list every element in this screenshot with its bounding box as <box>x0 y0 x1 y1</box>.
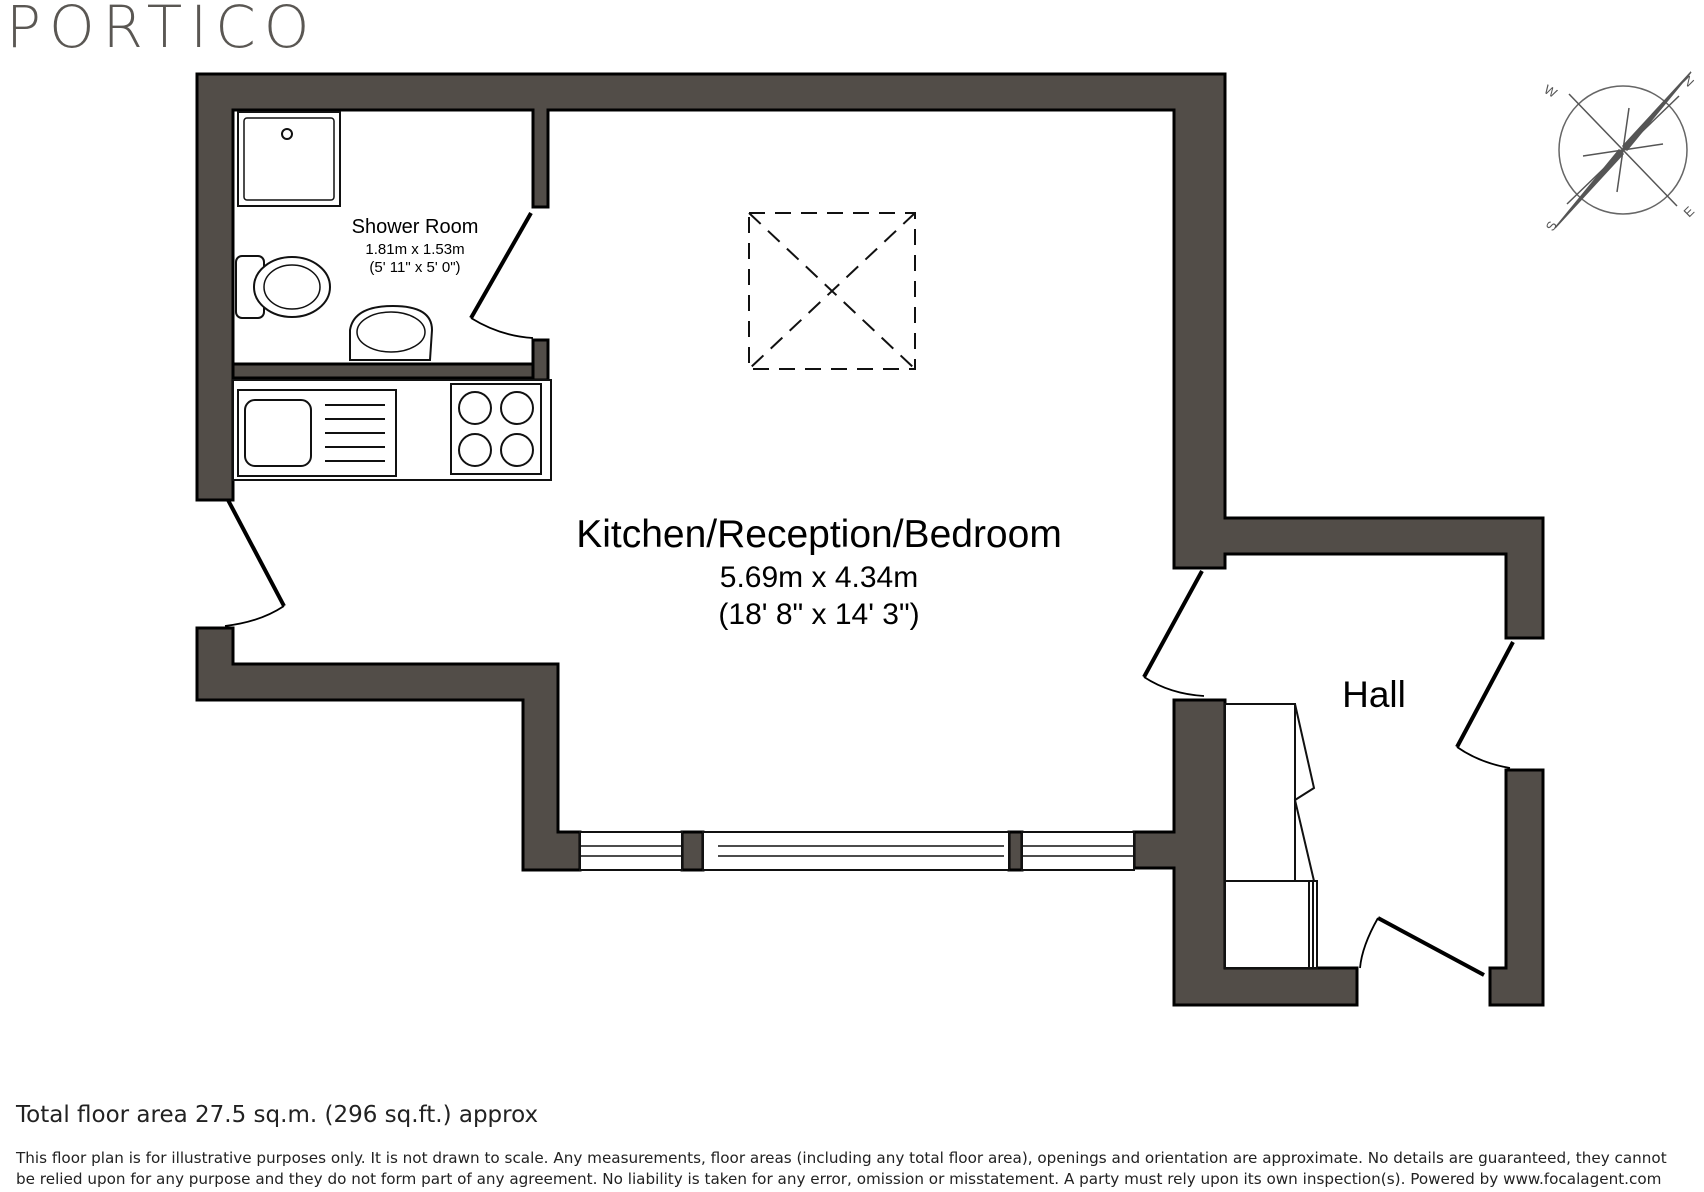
door-hall-side <box>1455 641 1515 748</box>
kitchen-fixtures <box>232 379 552 481</box>
hall-cupboards <box>1224 703 1318 969</box>
walls <box>195 72 1545 1007</box>
floor-plan: Shower Room 1.81m x 1.53m (5' 11" x 5' 0… <box>195 71 1698 1007</box>
compass-east: E <box>1681 203 1698 220</box>
compass-rose: N E S W <box>1542 71 1698 234</box>
hob-ring <box>500 391 534 425</box>
door-shower <box>469 212 533 319</box>
window-mullion-1 <box>680 830 705 872</box>
shower-room-metric: 1.81m x 1.53m <box>365 241 464 258</box>
door-hall-main <box>1142 570 1204 678</box>
shower-room-name: Shower Room <box>352 216 479 238</box>
window-mullion-2 <box>1007 830 1024 872</box>
window-center <box>702 831 1010 871</box>
toilet-bowl <box>253 256 331 318</box>
window-left <box>579 831 683 871</box>
brand-logo: PORTICO <box>6 0 318 61</box>
total-floor-area: Total floor area 27.5 sq.m. (296 sq.ft.)… <box>16 1102 539 1128</box>
main-room-imperial: (18' 8" x 14' 3") <box>718 598 919 631</box>
wall-hall-right <box>1488 768 1545 1007</box>
sink-bowl <box>244 399 312 467</box>
wardrobe <box>1224 703 1296 882</box>
door-hall-entrance <box>1377 916 1485 977</box>
basin <box>349 304 434 361</box>
shower-room-imperial: (5' 11" x 5' 0") <box>369 259 460 276</box>
skylight <box>748 212 916 370</box>
door-left-entrance <box>226 499 286 607</box>
disclaimer-text: This floor plan is for illustrative purp… <box>16 1149 1667 1188</box>
hob-ring <box>500 433 534 467</box>
wall-top-and-right <box>195 72 1545 640</box>
doors <box>224 212 1515 977</box>
compass-south: S <box>1543 218 1560 233</box>
hob-ring <box>458 391 492 425</box>
main-room-name: Kitchen/Reception/Bedroom <box>576 513 1062 556</box>
hob-ring <box>458 433 492 467</box>
compass-west: W <box>1542 82 1561 101</box>
shower-fixtures <box>235 111 434 361</box>
main-room-metric: 5.69m x 4.34m <box>720 561 918 594</box>
wall-bottom-right <box>1132 698 1359 1007</box>
compass-north: N <box>1680 73 1697 90</box>
storage-cupboard <box>1224 880 1318 969</box>
shower-tray <box>237 111 341 207</box>
window-right <box>1021 831 1135 871</box>
hall-name: Hall <box>1342 674 1406 715</box>
wall-bottom-left <box>195 626 582 872</box>
wall-shower-post <box>531 338 550 382</box>
windows <box>579 831 1135 871</box>
